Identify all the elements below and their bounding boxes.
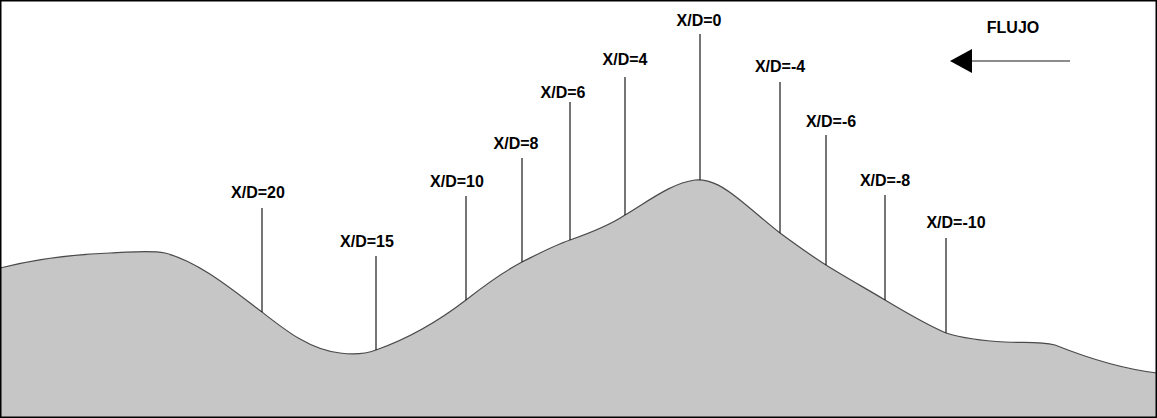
flow-arrow-head xyxy=(950,49,972,73)
station-label: X/D=0 xyxy=(677,12,722,30)
station-line xyxy=(375,256,376,350)
station-line xyxy=(779,82,780,233)
station-line xyxy=(825,135,826,265)
station-label: X/D=-8 xyxy=(860,172,910,190)
station-line xyxy=(884,195,885,300)
station-line xyxy=(699,34,700,180)
station-label: X/D=6 xyxy=(541,84,586,102)
station-label: X/D=4 xyxy=(603,51,648,69)
station-line xyxy=(261,208,262,312)
station-label: X/D=20 xyxy=(231,184,285,202)
station-label: X/D=-6 xyxy=(806,113,856,131)
flow-arrow-shaft xyxy=(968,60,1070,61)
station-line xyxy=(521,158,522,262)
station-label: X/D=-10 xyxy=(926,214,985,232)
station-label: X/D=15 xyxy=(340,233,394,251)
station-line xyxy=(569,102,570,240)
station-line xyxy=(624,77,625,215)
station-label: X/D=10 xyxy=(430,173,484,191)
station-label: X/D=-4 xyxy=(755,58,805,76)
station-label: X/D=8 xyxy=(494,135,539,153)
flow-label: FLUJO xyxy=(987,19,1039,37)
station-line xyxy=(945,238,946,333)
terrain-profile xyxy=(0,180,1157,418)
station-line xyxy=(465,196,466,300)
station-lines xyxy=(262,34,946,350)
